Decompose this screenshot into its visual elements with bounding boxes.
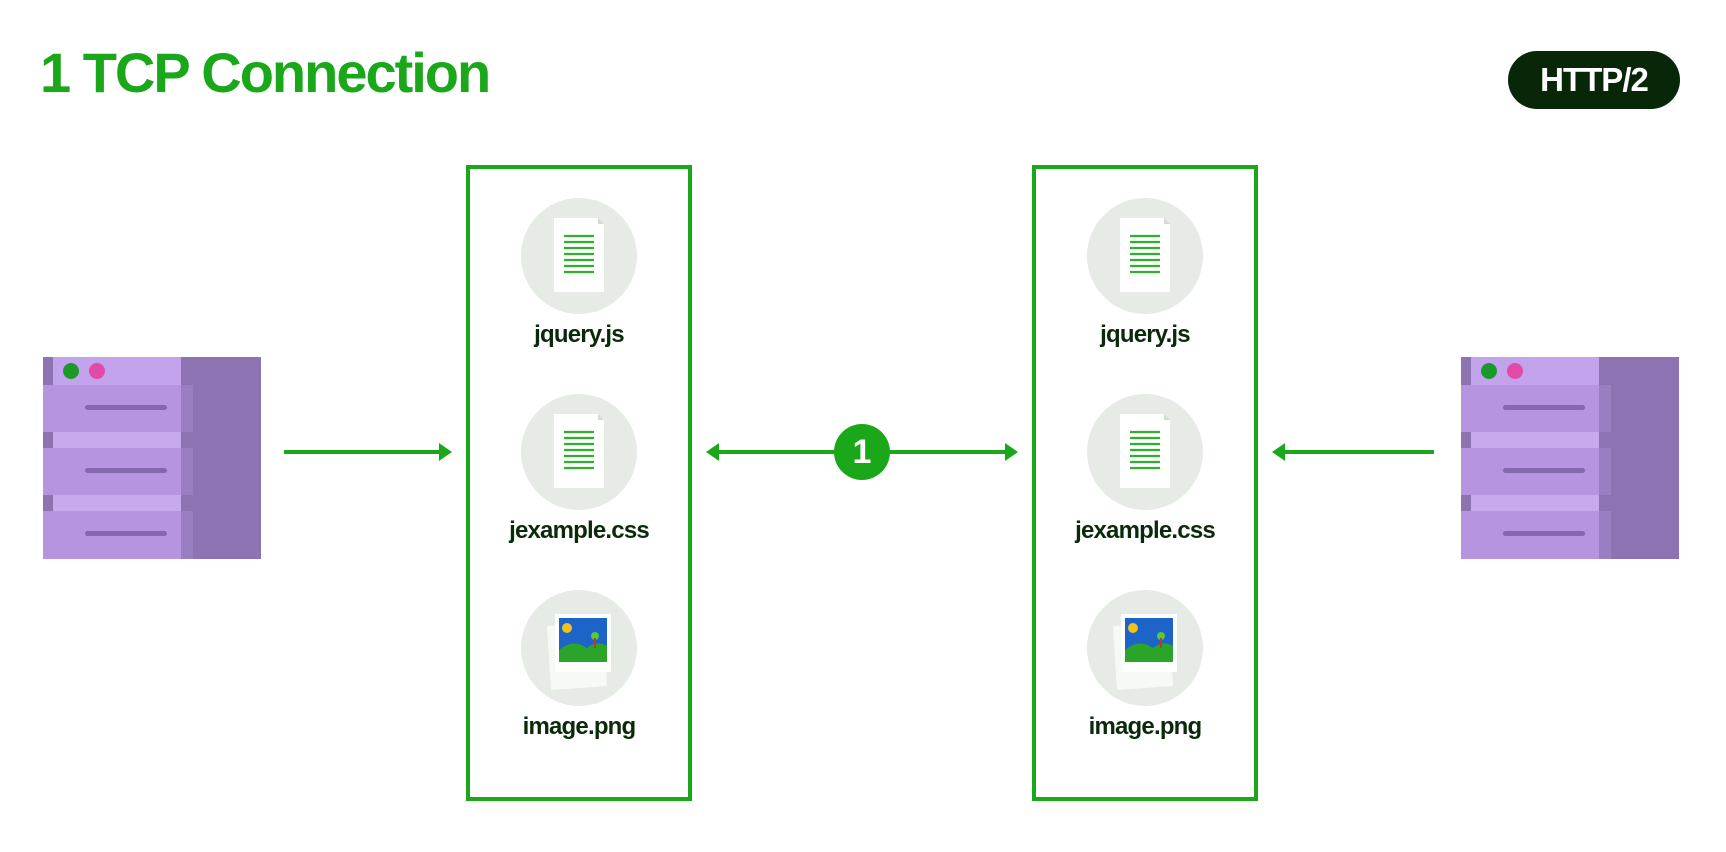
client-file-label: jquery.js — [534, 321, 625, 348]
client-server-icon — [43, 357, 261, 559]
server-files-panel — [1032, 165, 1258, 801]
protocol-badge: HTTP/2 — [1508, 51, 1680, 109]
client-files-panel — [466, 165, 692, 801]
document-icon — [1085, 196, 1205, 316]
client-file-label: image.png — [522, 713, 637, 740]
client-file-label: jexample.css — [509, 517, 650, 544]
arrow-server-to-files — [1272, 443, 1434, 461]
connection-count: 1 — [852, 433, 872, 471]
document-icon — [519, 392, 639, 512]
server-file-label: jquery.js — [1100, 321, 1191, 348]
remote-server-icon — [1461, 357, 1679, 559]
image-icon — [521, 590, 637, 706]
page-title: 1 TCP Connection — [40, 41, 491, 104]
image-icon — [1087, 590, 1203, 706]
document-icon — [519, 196, 639, 316]
arrow-client-to-files — [284, 443, 452, 461]
server-file-label: image.png — [1088, 713, 1203, 740]
connection-count-badge — [834, 424, 890, 480]
server-file-label: jexample.css — [1075, 517, 1216, 544]
document-icon — [1085, 392, 1205, 512]
